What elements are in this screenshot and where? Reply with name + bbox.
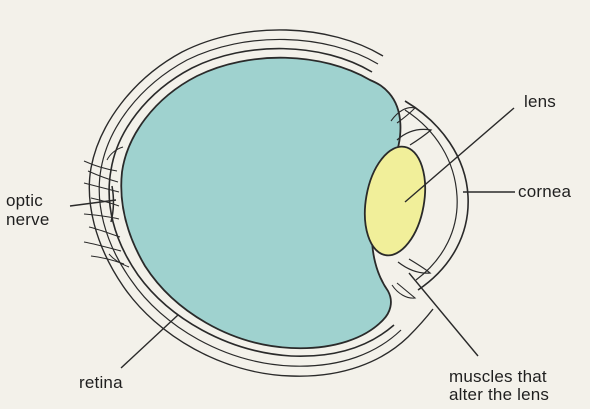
muscles-label-line2: alter the lens <box>449 386 549 404</box>
retina-leader <box>121 315 178 368</box>
iris-upper <box>397 129 431 145</box>
optic-nerve-label-line2: nerve <box>6 210 50 229</box>
ciliary-lower <box>392 283 415 298</box>
optic-nerve-label: optic nerve <box>6 191 50 229</box>
iris-lower <box>398 259 430 273</box>
retina-label: retina <box>79 373 123 392</box>
muscles-leader <box>409 273 478 356</box>
cornea-label: cornea <box>518 182 571 201</box>
lens-label: lens <box>524 92 556 111</box>
vitreous-body <box>121 58 400 349</box>
muscles-label: muscles that alter the lens <box>449 368 549 404</box>
muscles-label-line1: muscles that <box>449 368 549 386</box>
optic-nerve-label-line1: optic <box>6 191 50 210</box>
